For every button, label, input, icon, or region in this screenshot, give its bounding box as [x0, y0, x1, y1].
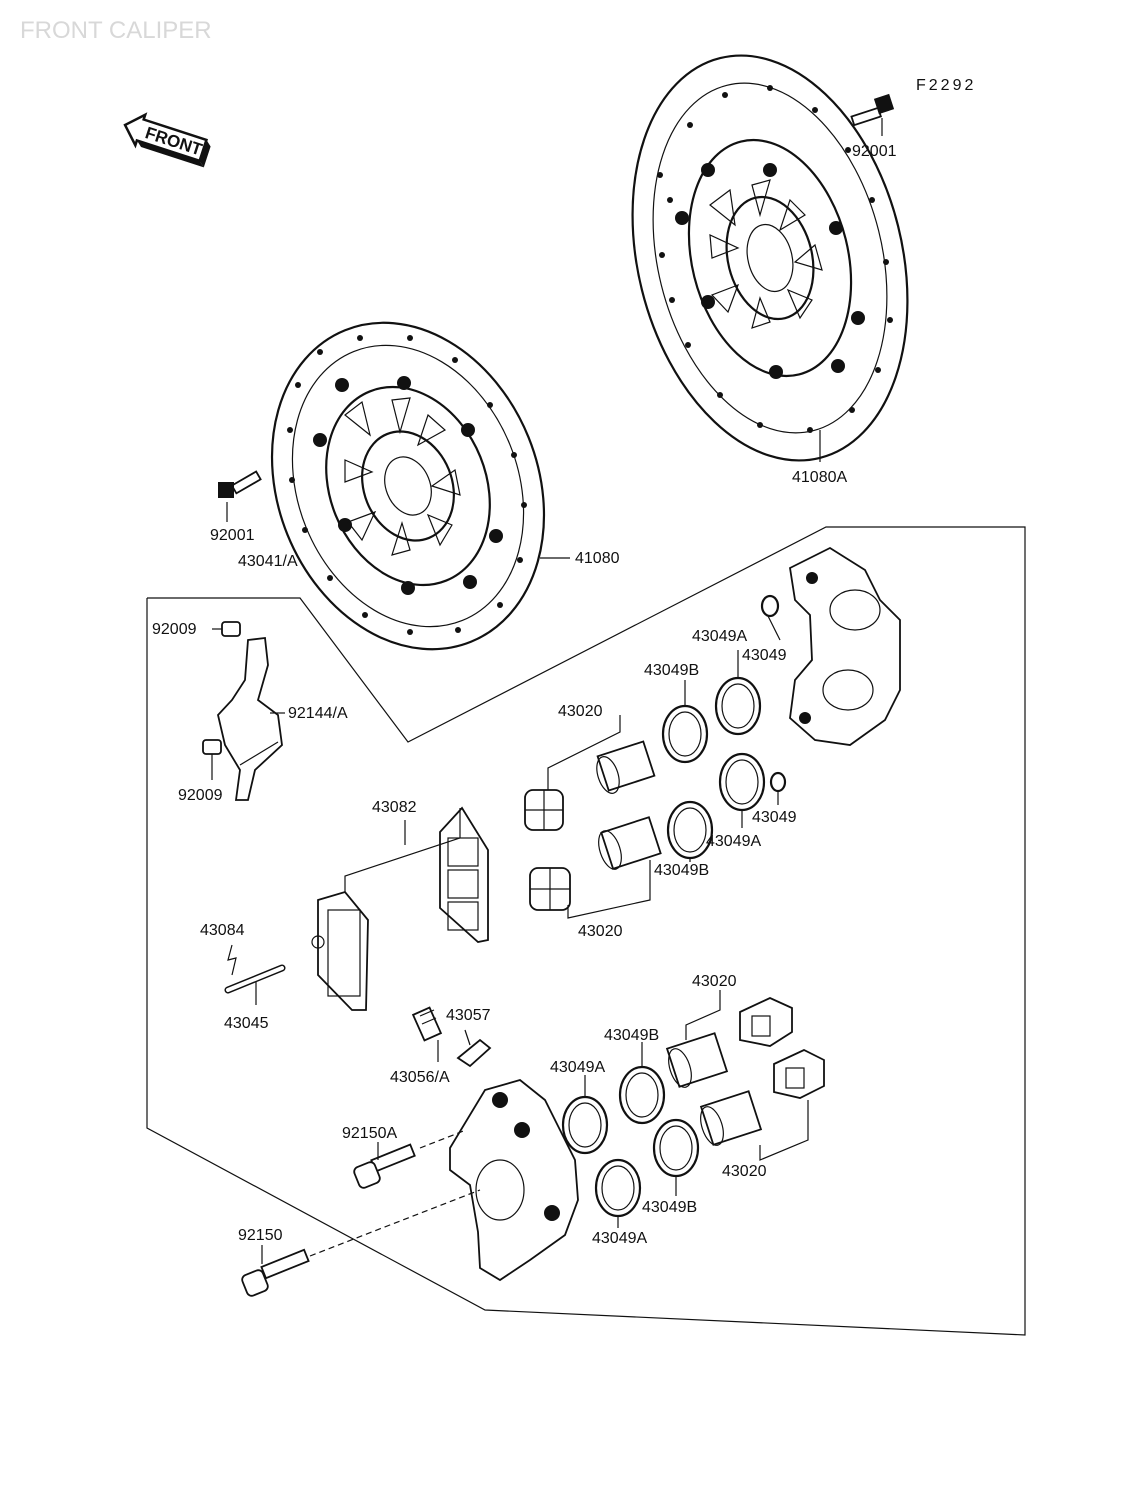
seal-43049-top — [760, 594, 780, 618]
seal-43049-mid — [769, 771, 787, 793]
label-43041: 43041/A — [238, 553, 298, 570]
insulator-lower-a — [739, 997, 793, 1047]
ring-43049B-lower-b — [652, 1118, 700, 1178]
leader-43020-c — [685, 990, 721, 1040]
label-43049B-bot: 43049B — [642, 1199, 697, 1216]
label-43020-c: 43020 — [692, 973, 737, 990]
piston-lower-a — [665, 1032, 729, 1088]
piston-lower-b — [699, 1090, 763, 1146]
label-43020-b: 43020 — [578, 923, 623, 940]
label-43049A-low: 43049A — [550, 1059, 605, 1076]
pad-pin — [224, 964, 286, 994]
label-92001-left: 92001 — [210, 527, 255, 544]
pad-spring-bracket — [217, 637, 283, 801]
label-43056: 43056/A — [390, 1069, 450, 1086]
label-43045: 43045 — [224, 1015, 269, 1032]
label-43057: 43057 — [446, 1007, 491, 1024]
label-41080A: 41080A — [792, 469, 847, 486]
leader-43049-top — [767, 615, 781, 641]
bleeder-valve — [411, 1006, 443, 1042]
brake-disc-left — [270, 321, 546, 651]
caliper-upper — [789, 546, 901, 746]
caliper-lower — [449, 1079, 579, 1282]
leader-43020-b — [567, 860, 651, 919]
label-43084: 43084 — [200, 922, 245, 939]
label-43049B-mid: 43049B — [654, 862, 709, 879]
label-43049A-bot: 43049A — [592, 1230, 647, 1247]
ring-43049B-lower-a — [618, 1065, 666, 1125]
guide-92150A — [419, 1129, 467, 1149]
diagram-title: FRONT CALIPER — [20, 17, 212, 44]
bolt-92150A — [353, 1143, 416, 1189]
bolt-92009-bottom — [202, 739, 222, 755]
ring-43049B-upper-a — [661, 704, 709, 764]
label-43049-mid: 43049 — [752, 809, 797, 826]
bolt-92150 — [241, 1248, 310, 1297]
leader-43082 — [344, 808, 461, 892]
label-92150A: 92150A — [342, 1125, 397, 1142]
label-43049B-top: 43049B — [644, 662, 699, 679]
piston-upper-a — [596, 740, 656, 794]
label-43020-d: 43020 — [722, 1163, 767, 1180]
assembly-outline — [146, 526, 1026, 1336]
label-43082: 43082 — [372, 799, 417, 816]
label-92009-top: 92009 — [152, 621, 197, 638]
figure-code: F2292 — [916, 77, 976, 94]
bolt-92009-top — [221, 621, 241, 637]
piston-upper-b — [598, 816, 662, 870]
leader-43020-d — [759, 1100, 809, 1161]
bleeder-cap — [456, 1038, 492, 1068]
label-92144: 92144/A — [288, 705, 348, 722]
leader-43057 — [464, 1029, 471, 1046]
ring-43049A-upper-a — [714, 676, 762, 736]
insulator-upper-a — [524, 789, 564, 831]
label-41080: 41080 — [575, 550, 620, 567]
brake-pad-front — [311, 890, 369, 1011]
ring-43049A-lower-b — [594, 1158, 642, 1218]
label-43049A-mid: 43049A — [706, 833, 761, 850]
ring-43049A-upper-b — [718, 752, 766, 812]
label-92150: 92150 — [238, 1227, 283, 1244]
label-43020-a: 43020 — [558, 703, 603, 720]
insulator-lower-b — [773, 1049, 825, 1099]
leader-43020-a — [547, 715, 621, 790]
ring-43049A-lower-a — [561, 1095, 609, 1155]
brake-disc-right — [631, 54, 909, 462]
label-43049A-top: 43049A — [692, 628, 747, 645]
bolt-92001-left — [218, 470, 262, 498]
label-43049-top: 43049 — [742, 647, 787, 664]
front-arrow-icon: FRONT — [123, 112, 211, 168]
brake-pad-back — [439, 806, 489, 943]
bolt-92001-top — [850, 93, 895, 127]
label-43049B-low: 43049B — [604, 1027, 659, 1044]
label-92009-bottom: 92009 — [178, 787, 223, 804]
guide-92150 — [309, 1189, 481, 1257]
insulator-upper-b — [529, 867, 571, 911]
pin-clip — [227, 944, 237, 976]
label-92001-top: 92001 — [852, 143, 897, 160]
